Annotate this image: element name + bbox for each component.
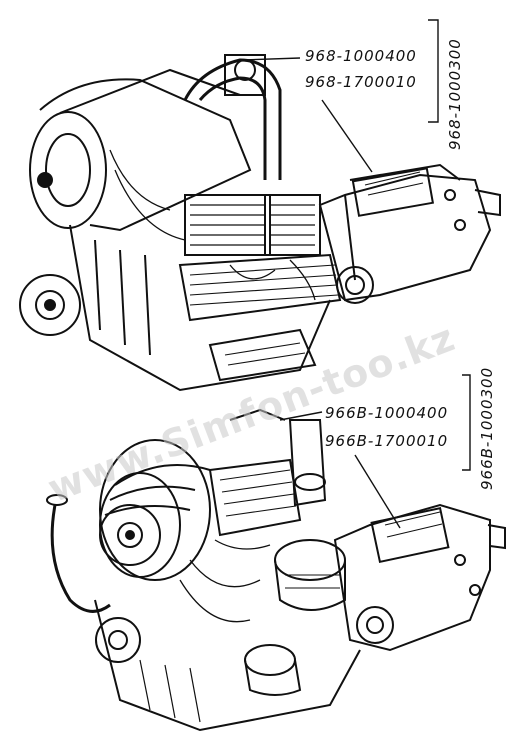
top-group-label: 968-1000300 [446,38,464,150]
top-leader-lines [241,19,439,173]
bottom-group-label: 966В-1000300 [478,366,496,490]
bottom-part-label-1: 966В-1000400 [325,404,449,422]
top-part-label-1: 968-1000400 [305,47,417,65]
bottom-part-label-2: 966В-1700010 [325,432,449,450]
bottom-leader-lines [279,374,471,529]
top-engine-drawing [19,54,501,392]
top-part-label-2: 968-1700010 [305,73,417,91]
